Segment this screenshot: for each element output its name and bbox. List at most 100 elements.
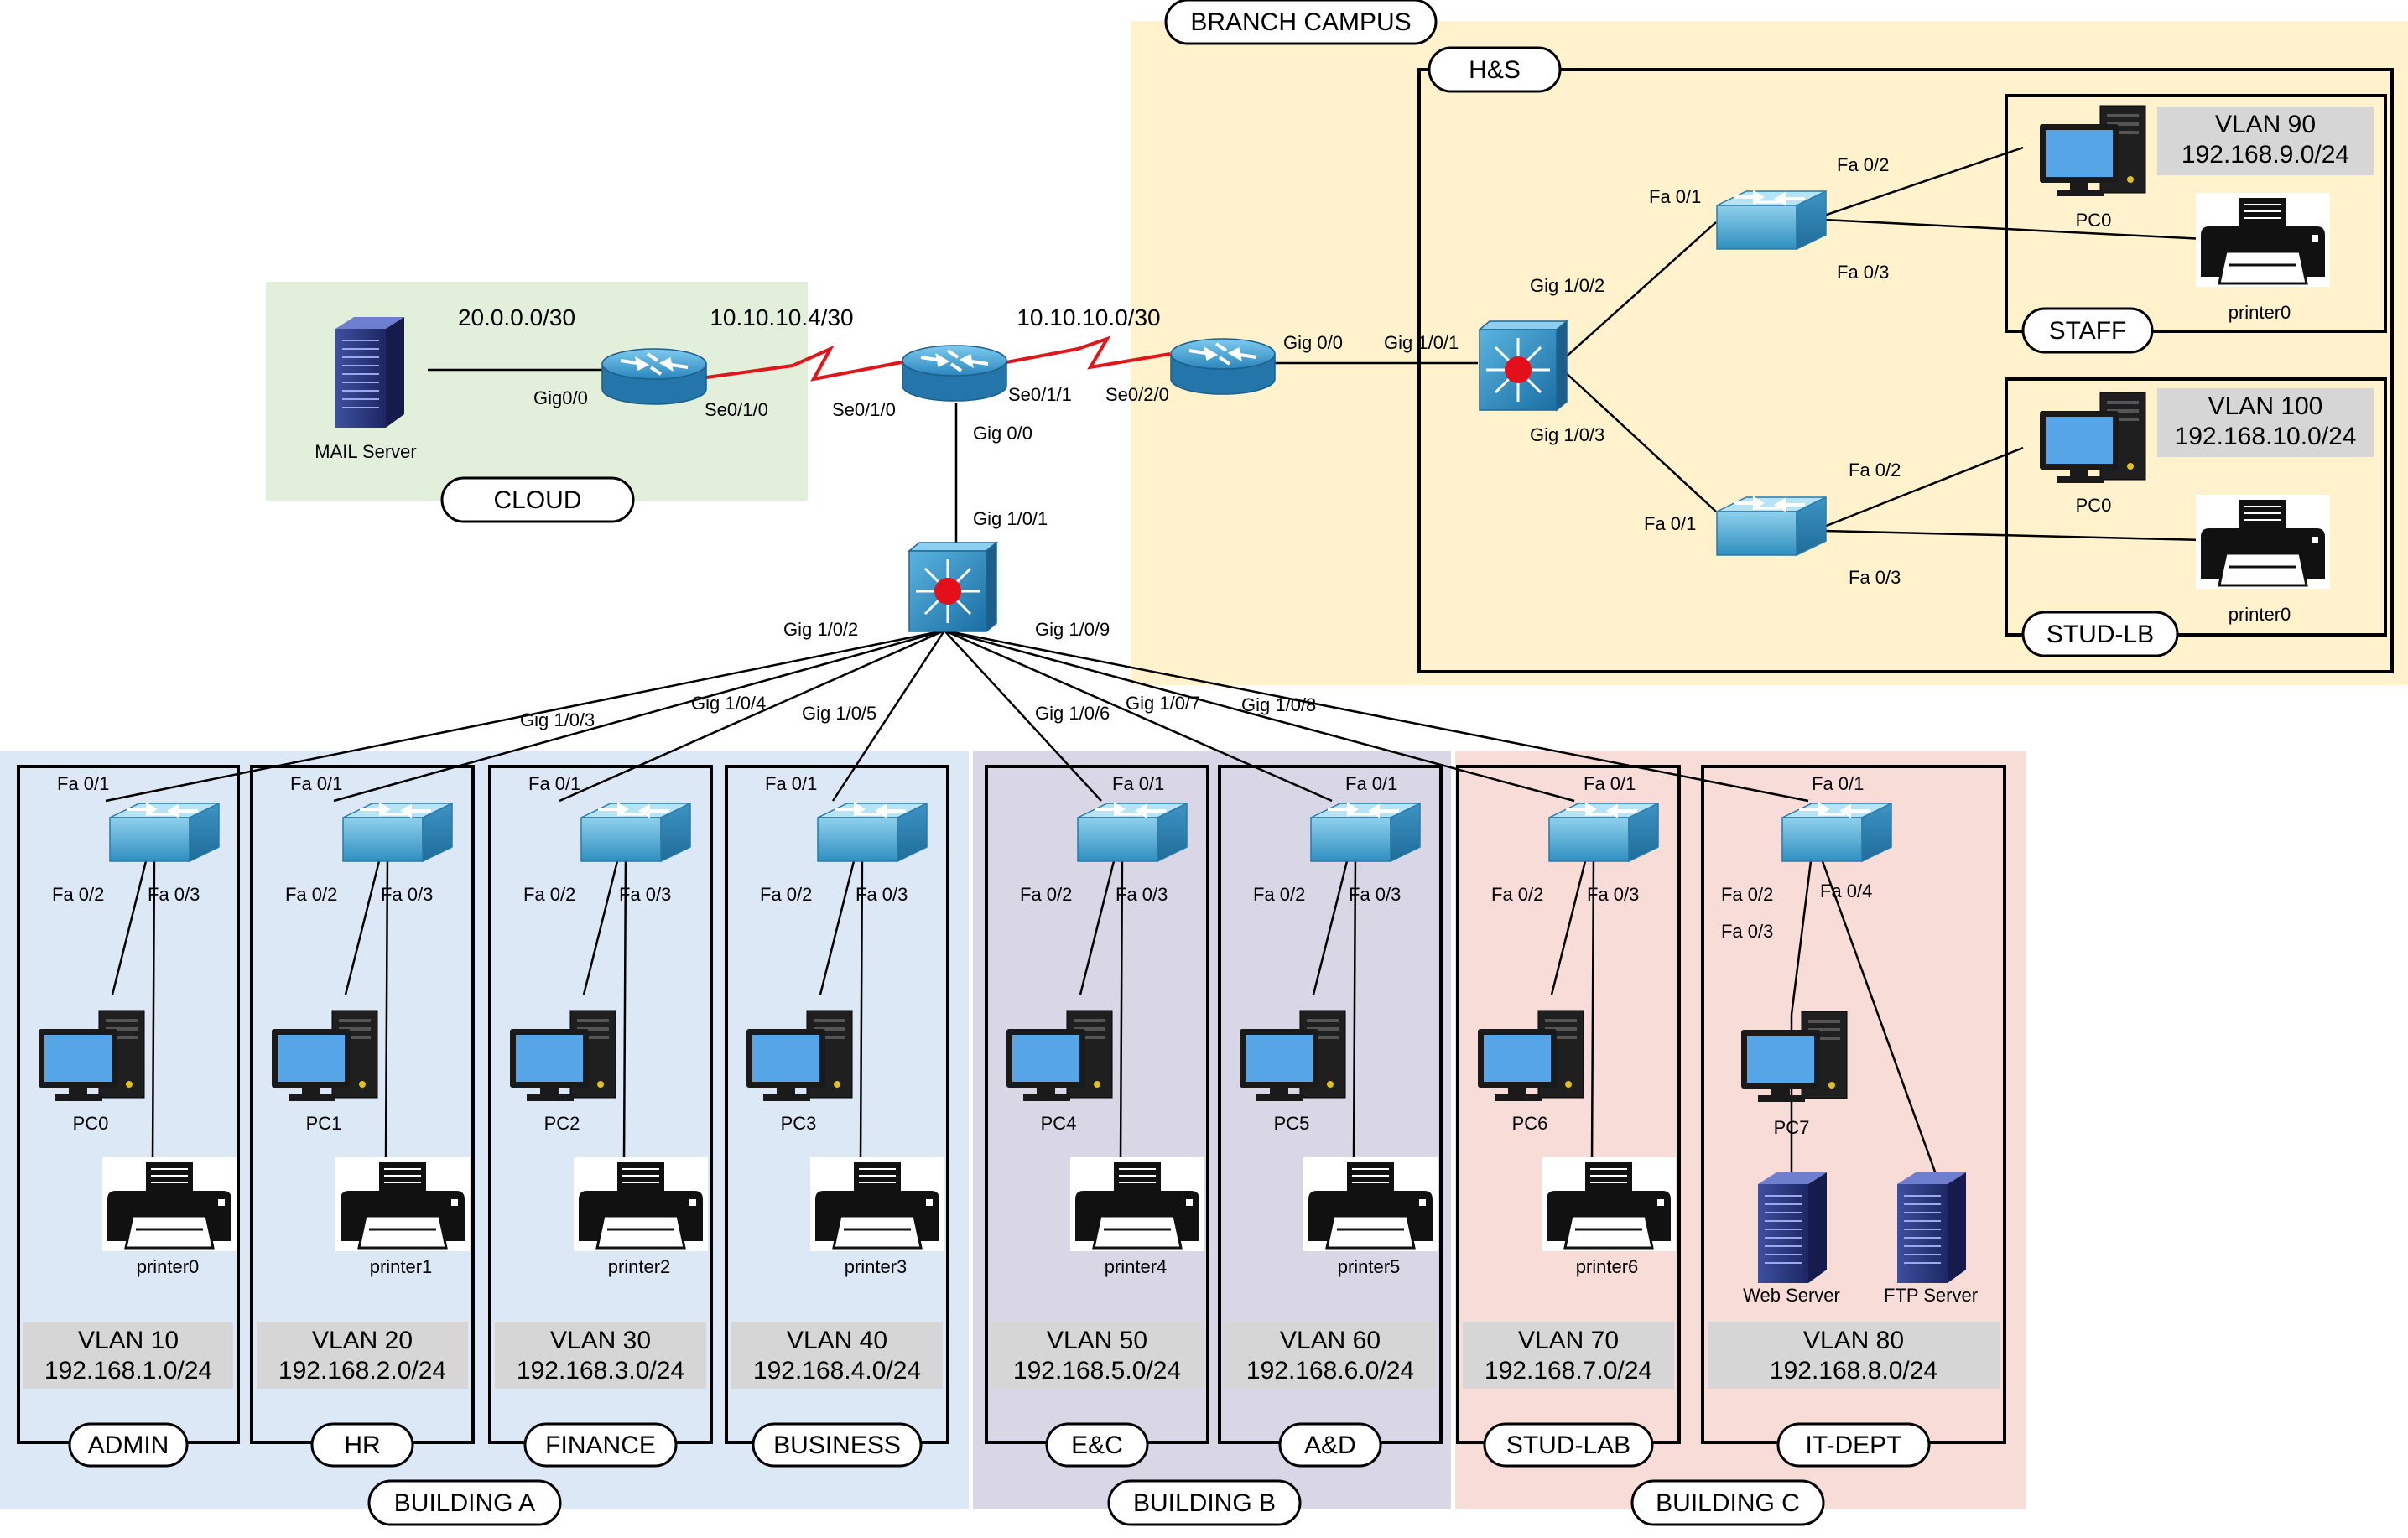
dept-vlan-label: VLAN 20 xyxy=(312,1327,413,1354)
ml-gig104-port: Gig 1/0/4 xyxy=(691,693,766,714)
staff-printer-icon[interactable] xyxy=(2194,191,2332,288)
fa03-port: Fa 0/3 xyxy=(1587,884,1639,905)
r3-gig-port: Gig 0/0 xyxy=(1283,332,1343,353)
dept-printer-icon[interactable] xyxy=(1069,1156,1206,1253)
staff-net-label: 192.168.9.0/24 xyxy=(2182,141,2349,169)
dept-switch-icon[interactable] xyxy=(1076,802,1188,863)
mail-server-icon[interactable] xyxy=(335,316,405,429)
dept-pc-label: PC5 xyxy=(1274,1113,1310,1134)
dept-switch-icon[interactable] xyxy=(108,802,221,863)
building-b-pill xyxy=(1107,1479,1302,1526)
dept-pill xyxy=(1483,1422,1654,1468)
dept-vlan-label: VLAN 10 xyxy=(78,1327,179,1354)
dept-printer-icon[interactable] xyxy=(1540,1156,1677,1253)
dept-vlan-label: VLAN 50 xyxy=(1047,1327,1147,1354)
dept-switch-icon[interactable] xyxy=(580,802,692,863)
web-server-icon[interactable] xyxy=(1757,1172,1828,1284)
dept-pill xyxy=(1045,1422,1149,1468)
dept-printer-icon[interactable] xyxy=(101,1156,238,1253)
core-multilayer-switch-icon[interactable] xyxy=(908,541,998,633)
dept-name-label: E&C xyxy=(1071,1431,1123,1459)
dept-vlan-label: VLAN 30 xyxy=(550,1327,651,1354)
studlb-room xyxy=(2005,377,2387,637)
building-c-label: BUILDING C xyxy=(1656,1489,1800,1517)
branch-multilayer-switch-icon[interactable] xyxy=(1478,320,1568,412)
dept-printer-label: printer0 xyxy=(137,1256,200,1277)
dept-printer-icon[interactable] xyxy=(1302,1156,1439,1253)
dept-pc-label: PC4 xyxy=(1041,1113,1077,1134)
dept-vlan-box xyxy=(495,1322,706,1389)
dept-printer-icon[interactable] xyxy=(572,1156,710,1253)
cloud-pill xyxy=(440,476,635,523)
dept-net-label: 192.168.8.0/24 xyxy=(1770,1357,1937,1385)
dept-net-label: 192.168.2.0/24 xyxy=(278,1357,446,1385)
ftp-server-icon[interactable] xyxy=(1896,1172,1967,1284)
dept-pill xyxy=(523,1422,678,1468)
dept-printer-label: printer5 xyxy=(1338,1256,1401,1277)
dept-vlan-box xyxy=(257,1322,468,1389)
fa04-port: Fa 0/4 xyxy=(1820,881,1872,901)
dept-switch-icon[interactable] xyxy=(1309,802,1422,863)
fa01-port: Fa 0/1 xyxy=(1112,773,1164,794)
dept-vlan-label: VLAN 60 xyxy=(1280,1327,1381,1354)
studlb-vlan-box xyxy=(2157,388,2374,457)
r3-se-port: Se0/2/0 xyxy=(1105,384,1169,405)
dept-switch-icon[interactable] xyxy=(341,802,454,863)
dept-pc-label: PC0 xyxy=(73,1113,109,1134)
fa01-port: Fa 0/1 xyxy=(1812,773,1864,794)
dept-pill xyxy=(310,1422,414,1468)
fa02-port: Fa 0/2 xyxy=(1491,884,1543,905)
dept-name-label: FINANCE xyxy=(545,1431,656,1459)
fa03-port: Fa 0/3 xyxy=(856,884,908,905)
fa02-port: Fa 0/2 xyxy=(760,884,812,905)
branch-ml-gig101-port: Gig 1/0/1 xyxy=(1384,332,1459,353)
dept-pill xyxy=(1278,1422,1382,1468)
fa03-port: Fa 0/3 xyxy=(148,884,200,905)
branch-ml-gig102-port: Gig 1/0/2 xyxy=(1530,275,1604,296)
ml-gig105-port: Gig 1/0/5 xyxy=(802,703,876,724)
studlb-printer-icon[interactable] xyxy=(2194,493,2332,590)
cloud-router-icon[interactable] xyxy=(601,347,708,406)
studlb-vlan-label: VLAN 100 xyxy=(2208,392,2323,420)
dept-vlan-label: VLAN 80 xyxy=(1803,1327,1904,1354)
dept-switch-icon[interactable] xyxy=(1781,802,1893,863)
dept-printer-label: printer2 xyxy=(608,1256,671,1277)
r1-gig-port: Gig0/0 xyxy=(533,387,588,408)
fa02-port: Fa 0/2 xyxy=(523,884,575,905)
dept-net-label: 192.168.4.0/24 xyxy=(753,1357,921,1385)
studlb-switch-icon[interactable] xyxy=(1715,496,1828,557)
staff-pc-label: PC0 xyxy=(2076,210,2112,231)
branch-pill xyxy=(1164,0,1438,45)
dept-printer-icon[interactable] xyxy=(334,1156,471,1253)
fa03-port: Fa 0/3 xyxy=(1721,921,1773,942)
dept-switch-icon[interactable] xyxy=(816,802,928,863)
fa03-port: Fa 0/3 xyxy=(1116,884,1168,905)
core-router-icon[interactable] xyxy=(901,344,1008,403)
studlb-pill xyxy=(2021,611,2179,657)
ml-gig103-port: Gig 1/0/3 xyxy=(520,709,595,730)
dept-pill xyxy=(752,1422,923,1468)
dept-name-label: IT-DEPT xyxy=(1805,1431,1901,1459)
studlb-fa01-port: Fa 0/1 xyxy=(1644,513,1696,534)
branch-router-icon[interactable] xyxy=(1169,337,1277,396)
net-wan2-label: 10.10.10.0/30 xyxy=(1017,304,1160,330)
building-b-label: BUILDING B xyxy=(1133,1489,1276,1517)
ml-gig109-port: Gig 1/0/9 xyxy=(1035,619,1110,640)
studlb-printer-label: printer0 xyxy=(2229,604,2291,625)
dept-printer-label: printer3 xyxy=(845,1256,908,1277)
dept-pc-label: PC6 xyxy=(1512,1113,1548,1134)
staff-switch-icon[interactable] xyxy=(1715,190,1828,251)
building-c-pill xyxy=(1630,1479,1825,1526)
hs-frame xyxy=(1417,68,2394,673)
dept-name-label: BUSINESS xyxy=(773,1431,901,1459)
staff-pill xyxy=(2021,307,2154,354)
staff-printer-label: printer0 xyxy=(2229,302,2291,323)
r2-se0-port: Se0/1/0 xyxy=(832,399,896,420)
dept-vlan-box xyxy=(1225,1322,1436,1389)
dept-switch-icon[interactable] xyxy=(1547,802,1660,863)
dept-printer-icon[interactable] xyxy=(809,1156,946,1253)
staff-zone-label: STAFF xyxy=(2049,317,2127,345)
branch-zone-label: BRANCH CAMPUS xyxy=(1190,8,1411,36)
dept-vlan-box xyxy=(1708,1322,2000,1389)
